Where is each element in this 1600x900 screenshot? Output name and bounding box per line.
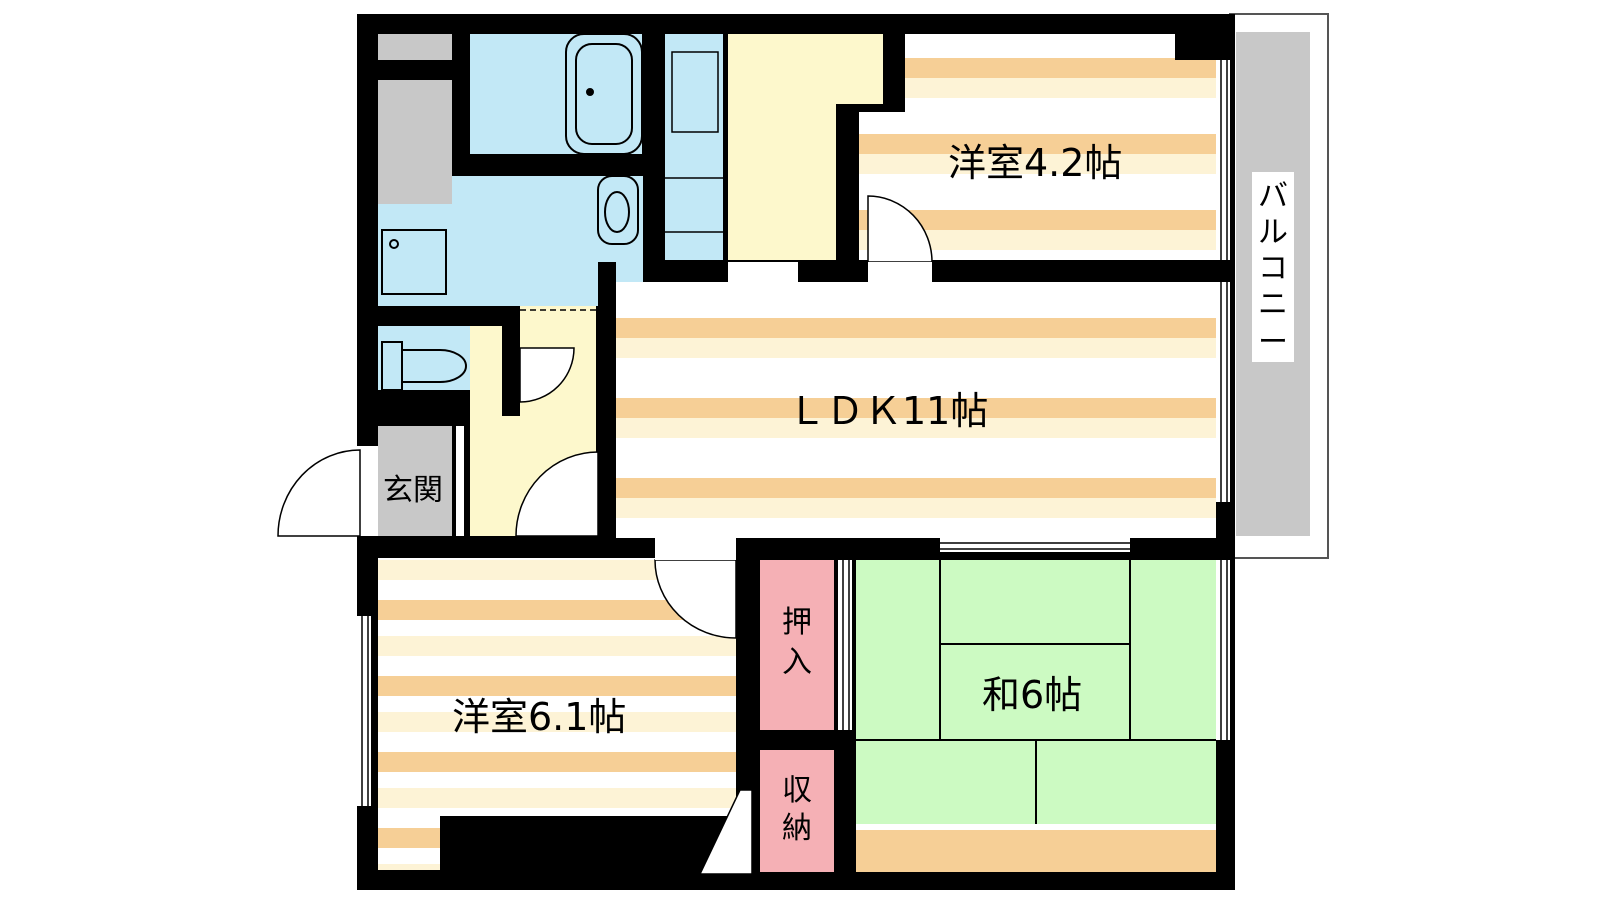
label-balcony-bg [1252,172,1294,362]
door-storage [698,789,753,875]
label-balcony-char: バ [1258,179,1288,214]
label-storage-1: 収 [782,773,812,808]
bathtub [565,33,643,155]
room-western-4-2 [859,34,1216,260]
label-oshiire-2: 入 [782,645,812,680]
label-western-6-1: 洋室6.1帖 [452,695,626,739]
window-left [357,616,371,806]
storage-shelf-1 [378,34,452,60]
wall-segment [502,316,520,416]
entrance-step [456,426,464,536]
hall-gap [520,306,596,326]
window-right [1216,60,1230,740]
washing-machine-pan [381,229,447,295]
wall-segment [598,262,616,306]
door-ldk-entry [515,451,599,537]
sink [597,175,639,245]
washroom-counter [665,34,723,260]
closet-storage [760,750,834,872]
storage-shelf-2 [378,80,452,204]
sliding-door-closet [838,560,852,730]
opening [728,262,798,282]
balcony [1229,13,1329,559]
label-balcony-char: ル [1258,215,1288,250]
room-japanese [856,560,1216,872]
room-ldk [616,282,1216,538]
label-storage-2: 納 [782,811,812,846]
opening [868,262,932,282]
counter [665,51,723,233]
closet-oshiire [760,560,834,730]
label-entrance: 玄関 [383,473,443,508]
hallway [728,34,883,260]
door-western-4-2 [867,195,933,263]
label-western-4-2: 洋室4.2帖 [948,141,1122,185]
door-toilet [519,347,575,403]
column [1175,34,1216,60]
opening [655,538,736,560]
door-western-6-1 [654,559,737,639]
tokonoma-edge [856,824,1216,830]
room-western-6-1 [378,558,736,870]
sliding-door-japanese [940,538,1130,552]
label-balcony: バ ル コ ニ ー [1252,172,1294,362]
tokonoma [856,830,1216,872]
label-oshiire-1: 押 [782,605,812,640]
entrance-floor [378,426,452,536]
toilet-bowl [381,341,467,391]
label-japanese: 和6帖 [982,673,1082,717]
label-balcony-char: コ [1258,251,1288,286]
label-ldk: ＬＤＫ11帖 [788,389,988,433]
front-door [277,446,378,537]
label-balcony-char: ー [1258,325,1288,360]
label-balcony-char: ニ [1258,287,1288,322]
